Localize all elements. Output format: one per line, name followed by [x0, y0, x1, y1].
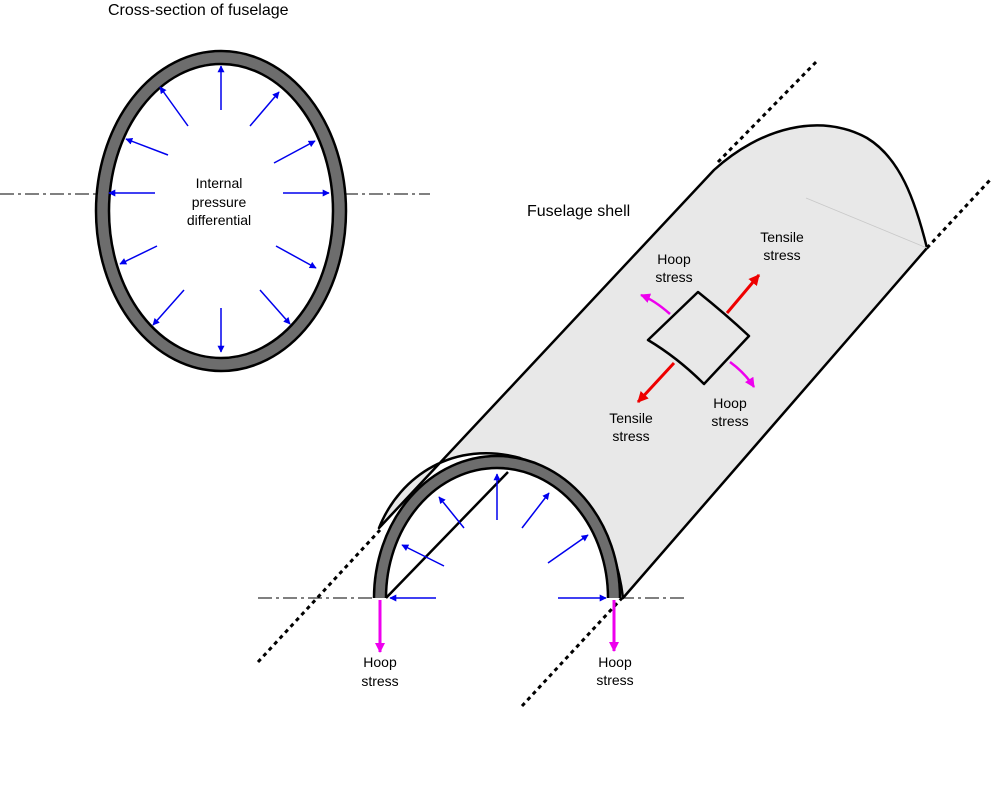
- pressure-arrow: [259, 289, 291, 325]
- tensile-arrow-down: [636, 361, 676, 404]
- tensile-label-lower-line1: Tensile: [609, 410, 653, 426]
- edge-hoop-label-left-line2: stress: [361, 673, 398, 689]
- shell-surface-seam: [805, 197, 928, 249]
- pressure-arrow: [547, 534, 589, 564]
- hoop-arrow-element-upper: [640, 293, 671, 315]
- pressure-arrows: [108, 65, 330, 353]
- pressure-arrow: [249, 91, 280, 127]
- fuselage-wall-outer-edge: [94, 49, 348, 373]
- hoop-label-lower-line1: Hoop: [713, 395, 747, 411]
- shell-title: Fuselage shell: [527, 203, 630, 220]
- pressure-arrow: [273, 140, 316, 164]
- pressure-arrow: [119, 245, 158, 265]
- pressure-label-line3: differential: [187, 212, 251, 228]
- shell-end-wall-inner-edge: [384, 466, 610, 599]
- edge-hoop-label-right-line1: Hoop: [598, 654, 632, 670]
- pressure-arrow: [401, 544, 445, 567]
- edge-hoop-label-left-line1: Hoop: [363, 654, 397, 670]
- shell-end-wall-outer-edge: [372, 454, 622, 599]
- pressure-arrow: [125, 137, 169, 156]
- pressure-arrow: [438, 496, 465, 529]
- pressure-arrow: [159, 86, 189, 127]
- extension-line-lower: [520, 596, 624, 708]
- extension-line-upper: [256, 528, 382, 664]
- cross-section-title: Cross-section of fuselage: [108, 2, 289, 19]
- cross-section-group: Cross-section of fuselage Internal press…: [0, 2, 430, 373]
- stress-element: [646, 290, 751, 386]
- tensile-label-upper-line2: stress: [763, 247, 800, 263]
- fuselage-wall-ring: [97, 52, 345, 370]
- pressure-arrow: [152, 289, 185, 326]
- fuselage-wall-inner-edge: [107, 62, 335, 360]
- hoop-label-upper-line2: stress: [655, 269, 692, 285]
- hoop-label-upper-line1: Hoop: [657, 251, 691, 267]
- shell-pressure-arrows: [389, 473, 607, 602]
- shell-interior-fold: [385, 471, 509, 599]
- pressure-label-line2: pressure: [192, 194, 247, 210]
- edge-hoop-label-right-line2: stress: [596, 672, 633, 688]
- pressure-label-line1: Internal: [196, 175, 243, 191]
- shell-surface: [377, 124, 929, 600]
- shell-end-wall: [375, 457, 619, 599]
- fuselage-shell-group: Fuselage shell Hoop stress Tensile stres…: [256, 58, 991, 708]
- pressure-arrow: [275, 245, 317, 269]
- hoop-arrow-element-lower: [729, 360, 756, 388]
- pressure-arrow: [521, 492, 550, 529]
- hoop-label-lower-line2: stress: [711, 413, 748, 429]
- tensile-label-lower-line2: stress: [612, 428, 649, 444]
- tensile-arrow-up: [725, 274, 761, 314]
- extension-line-lower-far: [925, 178, 991, 250]
- tensile-label-upper-line1: Tensile: [760, 229, 804, 245]
